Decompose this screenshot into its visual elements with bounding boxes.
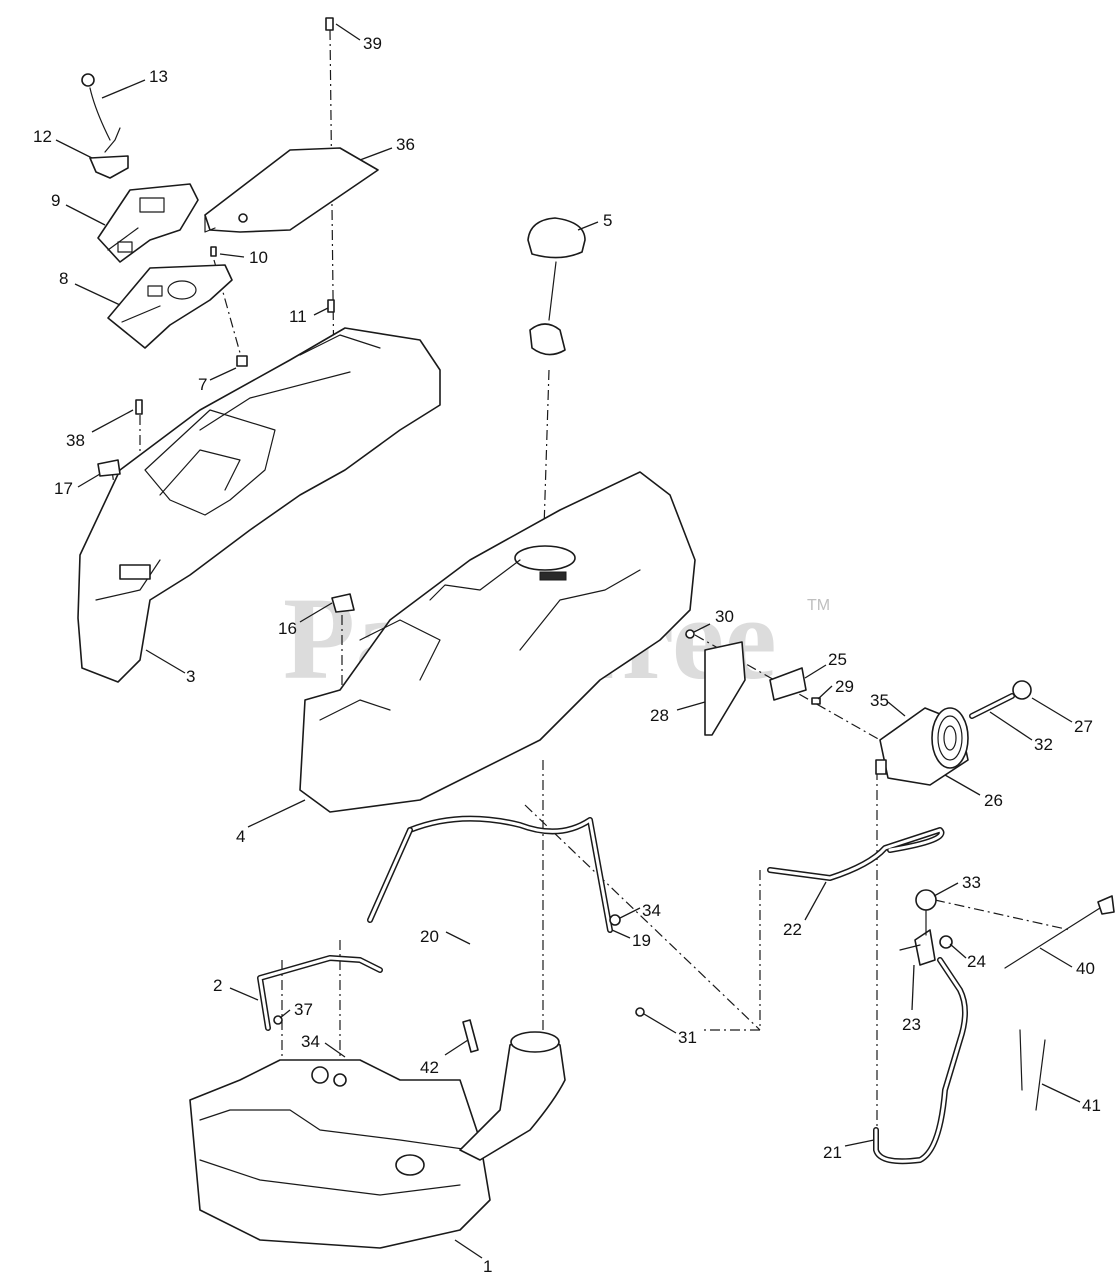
part-22-hose: [767, 827, 945, 881]
callout-26: 26: [984, 791, 1003, 810]
part-4-fender: [299, 471, 696, 813]
part-9-bracket: [97, 183, 199, 263]
part-27-32-cap-tube: [969, 680, 1032, 719]
part-12-13-choke-knob: [81, 73, 129, 179]
callout-1: 1: [483, 1257, 492, 1276]
callout-41: 41: [1082, 1096, 1101, 1115]
callout-34-bottom: 34: [301, 1032, 320, 1051]
callout-3: 3: [186, 667, 195, 686]
callout-32: 32: [1034, 735, 1053, 754]
callout-27: 27: [1074, 717, 1093, 736]
callout-30: 30: [715, 607, 734, 626]
callout-34-top: 34: [642, 901, 661, 920]
part-23-33-valve: [899, 889, 953, 966]
callout-29: 29: [835, 677, 854, 696]
part-5-fuel-cap: [527, 217, 586, 356]
callout-36: 36: [396, 135, 415, 154]
callout-37: 37: [294, 1000, 313, 1019]
callout-23: 23: [902, 1015, 921, 1034]
part-21-hose: [873, 957, 968, 1165]
part-36-cover-panel: [204, 147, 379, 233]
part-16-plug: [331, 593, 355, 613]
callout-24: 24: [967, 952, 986, 971]
callout-38: 38: [66, 431, 85, 450]
callout-25: 25: [828, 650, 847, 669]
callout-labels: 1 2 3 4 5 7 8 9 10 11 12 13 16 17 19 20 …: [33, 34, 1101, 1276]
callout-35: 35: [870, 691, 889, 710]
part-28-bracket: [685, 629, 746, 736]
part-40-rod: [1004, 895, 1115, 969]
callout-5: 5: [603, 211, 612, 230]
callout-28: 28: [650, 706, 669, 725]
part-19-20-fuel-lines: [367, 815, 645, 1017]
callout-40: 40: [1076, 959, 1095, 978]
leader-lines: [55, 23, 1081, 1259]
callout-8: 8: [59, 269, 68, 288]
callout-20: 20: [420, 927, 439, 946]
callout-33: 33: [962, 873, 981, 892]
callout-10: 10: [249, 248, 268, 267]
callout-42: 42: [420, 1058, 439, 1077]
callout-7: 7: [198, 375, 207, 394]
part-26-canister: [875, 707, 969, 786]
small-fasteners: [97, 17, 335, 477]
part-2-bracket: [257, 955, 383, 1031]
callout-13: 13: [149, 67, 168, 86]
callout-21: 21: [823, 1143, 842, 1162]
callout-4: 4: [236, 827, 245, 846]
part-42-filler-neck: [459, 1019, 566, 1161]
watermark-trademark: TM: [807, 597, 830, 614]
part-1-fuel-tank: [189, 1059, 491, 1249]
callout-9: 9: [51, 191, 60, 210]
part-25-29-clamp: [769, 667, 821, 705]
callout-11: 11: [289, 307, 307, 326]
callout-2: 2: [213, 976, 222, 995]
callout-39: 39: [363, 34, 382, 53]
callout-12: 12: [33, 127, 52, 146]
callout-22: 22: [783, 920, 802, 939]
part-8-bracket: [107, 264, 233, 349]
callout-31: 31: [678, 1028, 697, 1047]
part-41-rods: [1019, 1029, 1046, 1111]
part-3-console-panel: [77, 327, 441, 683]
callout-17: 17: [54, 479, 73, 498]
callout-16: 16: [278, 619, 297, 638]
callout-19: 19: [632, 931, 651, 950]
